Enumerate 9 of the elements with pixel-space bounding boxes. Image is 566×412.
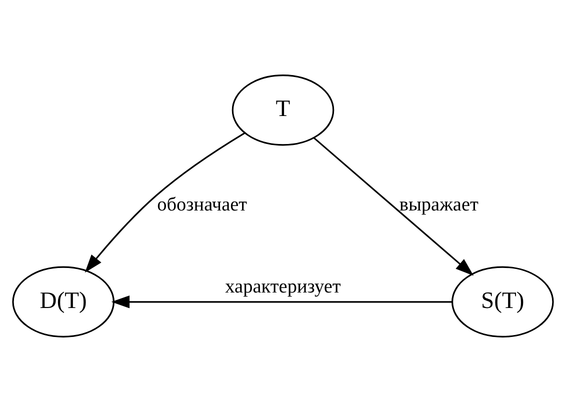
node-ellipse: D(T) <box>12 266 115 338</box>
edge-label: выражает <box>399 194 478 216</box>
node-ellipse: S(T) <box>451 266 554 338</box>
node-ellipse: T <box>232 74 334 146</box>
arrow <box>111 296 452 308</box>
arrow <box>84 132 246 273</box>
edge-label: характеризует <box>225 276 341 298</box>
edge-label: обозначает <box>157 194 248 216</box>
arrow <box>313 137 474 276</box>
